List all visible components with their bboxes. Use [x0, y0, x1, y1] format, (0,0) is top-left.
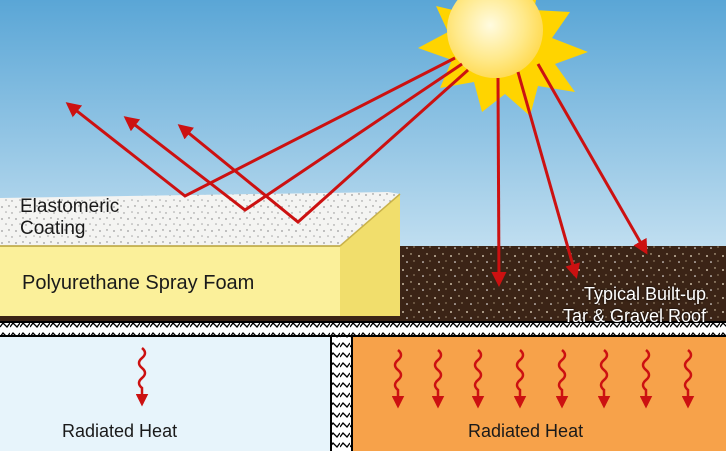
radiated-heat-label-left: Radiated Heat — [62, 421, 178, 441]
tar-label-line1: Typical Built-up — [583, 284, 706, 304]
wavy-heat-arrow-icon — [135, 347, 695, 409]
coating-label: Elastomeric Coating — [20, 196, 119, 240]
tar-label-line2: Tar & Gravel Roof — [562, 306, 706, 326]
foam-side — [340, 194, 400, 316]
reflected-arrow-icon — [65, 56, 469, 224]
radiated-heat-label-right: Radiated Heat — [468, 421, 584, 441]
coating-top — [0, 192, 400, 246]
roof-deck — [0, 322, 726, 336]
absorbed-arrow-icon — [491, 63, 648, 287]
tar-gravel-layer — [400, 246, 726, 322]
foam-label: Polyurethane Spray Foam — [22, 272, 255, 294]
sun-icon — [418, 0, 588, 116]
coating-label-line1: Elastomeric — [20, 196, 120, 217]
support-wall — [331, 337, 352, 451]
cool-interior — [0, 337, 331, 451]
hot-interior — [352, 337, 726, 451]
foam-face — [0, 246, 340, 318]
coating-label-line2: Coating — [20, 218, 86, 239]
tar-gravel-label: Typical Built-up Tar & Gravel Roof — [563, 283, 706, 327]
